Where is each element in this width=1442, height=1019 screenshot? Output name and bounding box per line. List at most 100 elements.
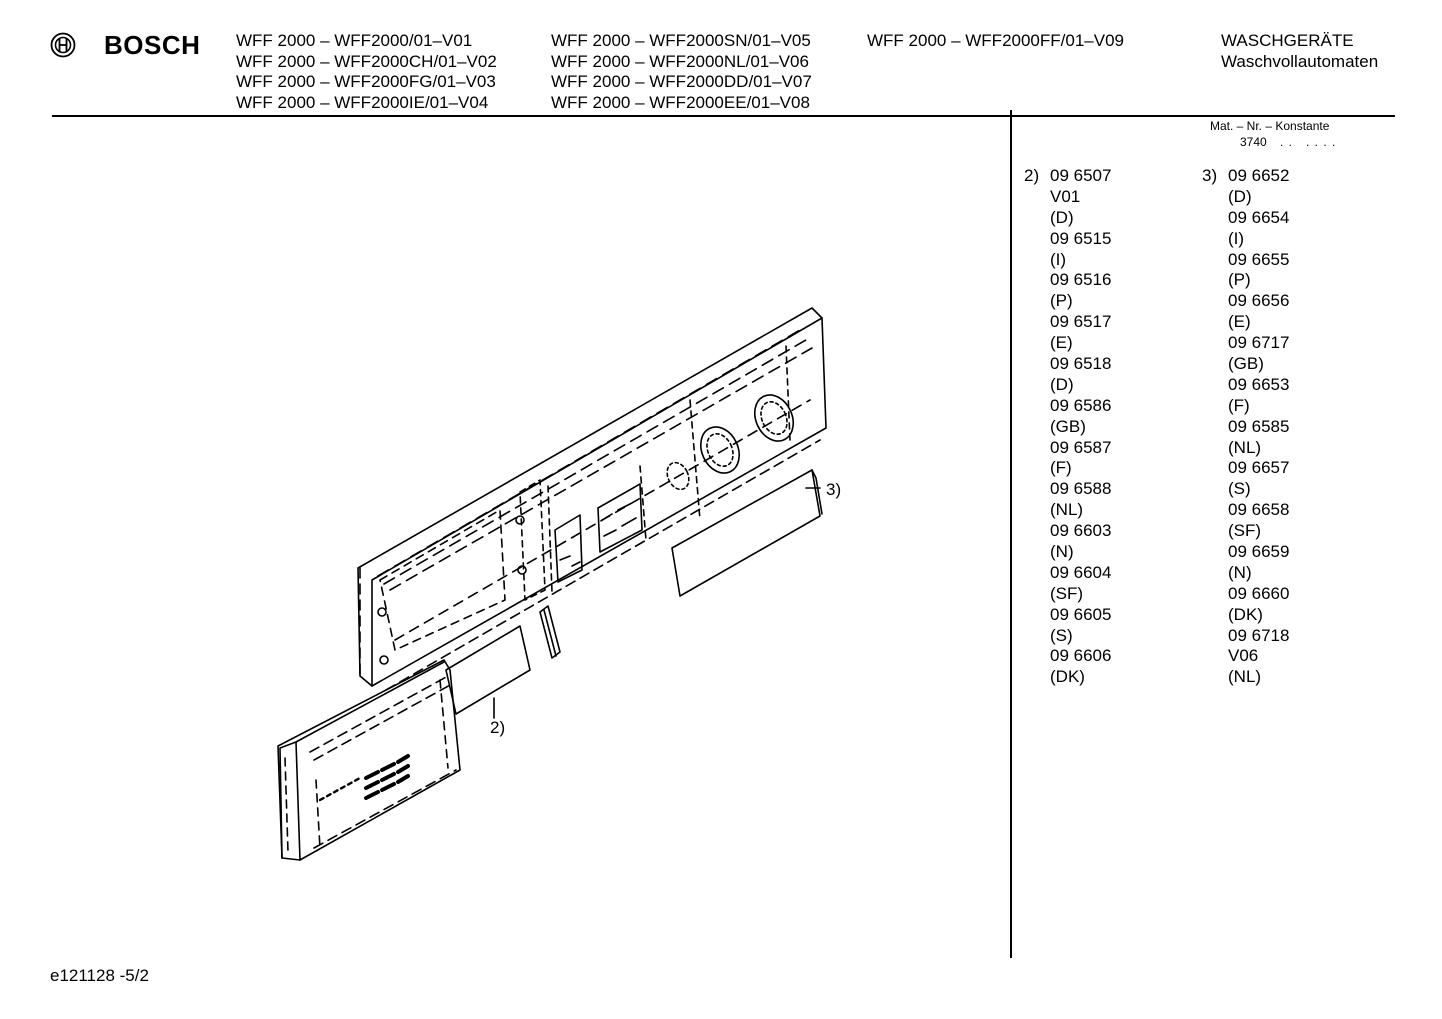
parts-list-marker: [1024, 250, 1050, 271]
parts-list-row: (GB): [1024, 417, 1111, 438]
parts-list-marker: [1202, 312, 1228, 333]
model-item: WFF 2000 – WFF2000NL/01–V06: [551, 51, 809, 71]
part-number: 09 6603: [1050, 521, 1112, 541]
model-item: WFF 2000 – WFF2000FF/01–V09: [867, 31, 1124, 50]
category-line1: WASCHGERÄTE: [1221, 31, 1354, 50]
parts-list-marker: [1024, 521, 1050, 542]
parts-list-marker: [1202, 500, 1228, 521]
parts-list-marker: [1024, 563, 1050, 584]
parts-list-row: 09 6603: [1024, 521, 1111, 542]
part-number: (I): [1050, 249, 1067, 269]
parts-list-row: 09 6518: [1024, 354, 1111, 375]
parts-list-marker: [1202, 646, 1228, 667]
parts-list-row: (D): [1024, 208, 1111, 229]
model-item: WFF 2000 – WFF2000CH/01–V02: [236, 51, 497, 71]
parts-list-marker: [1024, 208, 1050, 229]
part-number: 09 6717: [1228, 333, 1290, 353]
part-number: (SF): [1050, 583, 1084, 603]
parts-list-marker: [1024, 479, 1050, 500]
part-number: (N): [1228, 562, 1252, 582]
part-number: 09 6657: [1228, 458, 1290, 478]
part-number: 09 6653: [1228, 374, 1290, 394]
part-number: (DK): [1050, 667, 1085, 687]
parts-list-marker: [1202, 291, 1228, 312]
model-item: WFF 2000 – WFF2000DD/01–V07: [551, 72, 812, 92]
parts-list-marker: [1024, 417, 1050, 438]
parts-list-row: (F): [1024, 458, 1111, 479]
parts-list-row: 09 6516: [1024, 270, 1111, 291]
part-number: 09 6604: [1050, 562, 1112, 582]
parts-list-marker: [1202, 458, 1228, 479]
part-number: 09 6586: [1050, 395, 1112, 415]
part-number: (F): [1050, 458, 1072, 478]
parts-list-marker: [1024, 438, 1050, 459]
model-item: WFF 2000 – WFF2000EE/01–V08: [551, 93, 810, 113]
callout-2: 2): [490, 718, 506, 737]
parts-list-marker: [1202, 187, 1228, 208]
part-number: 09 6606: [1050, 646, 1112, 666]
part-number: 09 6515: [1050, 228, 1112, 248]
parts-list-row: 09 6585: [1202, 417, 1289, 438]
header-divider: [52, 115, 1395, 117]
parts-list-marker: [1202, 521, 1228, 542]
parts-list-marker: [1202, 354, 1228, 375]
category-line2: Waschvollautomaten: [1221, 51, 1379, 71]
model-item: WFF 2000 – WFF2000FG/01–V03: [236, 72, 496, 92]
part-number: 09 6605: [1050, 604, 1112, 624]
document-id: e121128 -5/2: [50, 966, 149, 985]
parts-list-marker: [1024, 312, 1050, 333]
part-number: (GB): [1050, 416, 1086, 436]
parts-list-marker: [1024, 667, 1050, 688]
part-number: 09 6585: [1228, 416, 1290, 436]
part-number: 09 6718: [1228, 625, 1290, 645]
parts-list-row: 09 6605: [1024, 605, 1111, 626]
parts-list-marker: [1202, 479, 1228, 500]
model-item: WFF 2000 – WFF2000SN/01–V05: [551, 31, 811, 50]
parts-list-row: 09 6587: [1024, 438, 1111, 459]
parts-list-marker: [1202, 626, 1228, 647]
category-heading: WASCHGERÄTE Waschvollautomaten: [1221, 31, 1378, 72]
parts-list-marker: [1202, 438, 1228, 459]
parts-list-row: (NL): [1202, 438, 1289, 459]
parts-list-row: (N): [1024, 542, 1111, 563]
parts-list-row: 09 6586: [1024, 396, 1111, 417]
part-number: (N): [1050, 542, 1074, 562]
parts-list-row: 09 6659: [1202, 542, 1289, 563]
parts-list-row: 09 6606: [1024, 646, 1111, 667]
parts-list-marker: [1024, 626, 1050, 647]
parts-list-row: 09 6658: [1202, 500, 1289, 521]
parts-list-row: (P): [1024, 291, 1111, 312]
parts-list-marker: [1202, 542, 1228, 563]
model-list-col2: WFF 2000 – WFF2000SN/01–V05 WFF 2000 – W…: [551, 31, 812, 114]
part-number: 09 6660: [1228, 583, 1290, 603]
parts-list-row: 2) 09 6507: [1024, 166, 1111, 187]
model-list-col1: WFF 2000 – WFF2000/01–V01 WFF 2000 – WFF…: [236, 31, 497, 114]
part-number: 09 6659: [1228, 542, 1290, 562]
parts-list-marker: [1202, 396, 1228, 417]
parts-list-marker: [1024, 291, 1050, 312]
part-number: 09 6658: [1228, 500, 1290, 520]
brand-name: BOSCH: [104, 30, 201, 60]
parts-list-marker: [1202, 208, 1228, 229]
part-number: (NL): [1228, 667, 1262, 687]
part-number: (P): [1050, 291, 1073, 311]
model-item: WFF 2000 – WFF2000IE/01–V04: [236, 93, 489, 113]
parts-list-marker: [1024, 375, 1050, 396]
part-number: 09 6652: [1228, 166, 1290, 185]
parts-list-row: 09 6655: [1202, 250, 1289, 271]
parts-list-marker: [1202, 667, 1228, 688]
parts-list-marker: [1024, 458, 1050, 479]
part-number: 09 6507: [1050, 166, 1112, 185]
parts-list-row: 09 6515: [1024, 229, 1111, 250]
parts-list-row: (I): [1202, 229, 1289, 250]
parts-list-marker: 2): [1024, 166, 1040, 185]
material-number-dots: . . . . . .: [1280, 135, 1337, 149]
part-number: 09 6655: [1228, 249, 1290, 269]
parts-list-marker: [1024, 500, 1050, 521]
parts-list-row: (SF): [1202, 521, 1289, 542]
parts-list-row: (DK): [1202, 605, 1289, 626]
model-item: WFF 2000 – WFF2000/01–V01: [236, 31, 473, 50]
parts-list-row: 09 6718: [1202, 626, 1289, 647]
parts-list-marker: [1202, 333, 1228, 354]
